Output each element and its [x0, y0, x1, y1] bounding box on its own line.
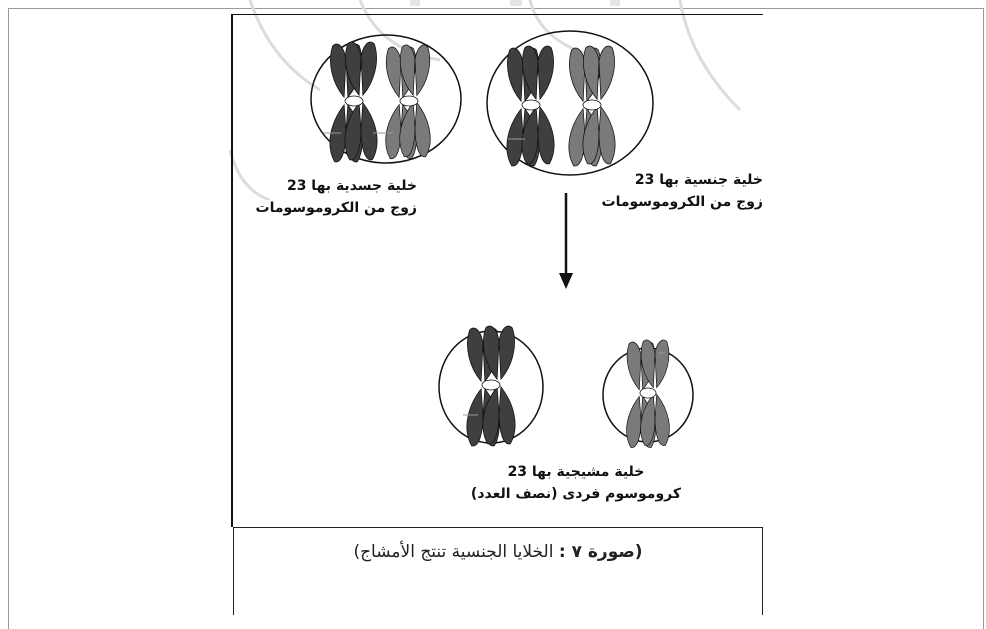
- somatic-cell-label: خلية جسدية بها 23 زوج من الكروموسومات: [256, 175, 417, 219]
- gamete-cell-dark: [438, 325, 544, 447]
- somatic-cell: [310, 34, 462, 164]
- caption-box: (صورة ٧ : الخلايا الجنسية تنتج الأمشاج): [233, 527, 763, 615]
- gamete-label: خلية مشيجية بها 23 كروموسوم فردى (نصف ال…: [471, 461, 681, 505]
- sex-cell-label-line1: خلية جنسية بها 23: [634, 172, 763, 188]
- gamete-label-line2: كروموسوم فردى (نصف العدد): [470, 486, 681, 502]
- division-arrow: [559, 193, 573, 289]
- figure-caption: (صورة ٧ : الخلايا الجنسية تنتج الأمشاج): [234, 542, 762, 562]
- gamete-cell-light: [602, 339, 694, 448]
- sex-cell-label: خلية جنسية بها 23 زوج من الكروموسومات: [602, 169, 763, 213]
- somatic-cell-label-line2: زوج من الكروموسومات: [255, 200, 417, 216]
- somatic-cell-label-line1: خلية جسدية بها 23: [286, 178, 417, 194]
- meiosis-diagram: [310, 30, 694, 448]
- caption-text: الخلايا الجنسية تنتج الأمشاج): [353, 542, 559, 562]
- gamete-label-line1: خلية مشيجية بها 23: [507, 464, 645, 480]
- sex-cell-label-line2: زوج من الكروموسومات: [601, 194, 763, 210]
- sex-cell: [486, 30, 654, 176]
- caption-prefix: (صورة ٧ :: [558, 542, 643, 562]
- figure-panel: خلية جسدية بها 23 زوج من الكروموسومات خل…: [231, 14, 763, 527]
- page-frame: [8, 8, 984, 629]
